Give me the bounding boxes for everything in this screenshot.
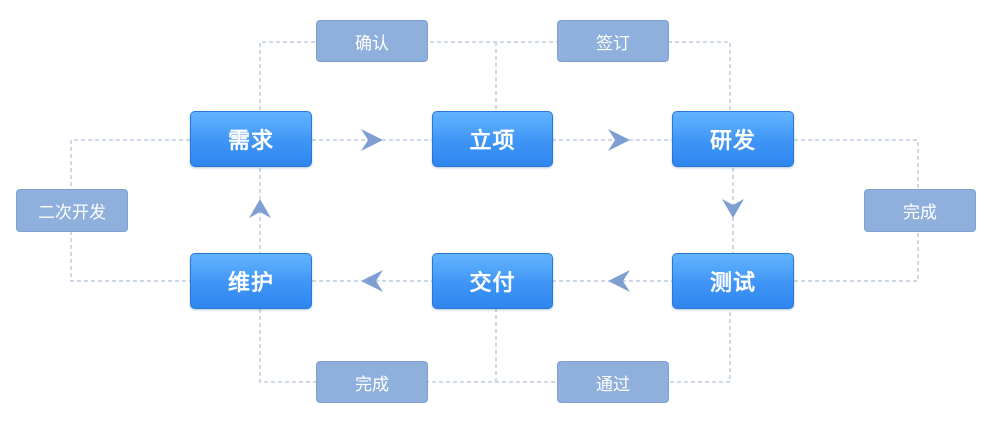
tag-finish-dev: 完成 xyxy=(864,189,976,232)
arrow-down-icon xyxy=(722,199,744,218)
stage-testing: 测试 xyxy=(672,253,794,309)
arrow-left-icon xyxy=(361,270,383,292)
arrow-right-icon xyxy=(608,129,630,151)
stage-maintenance: 维护 xyxy=(190,253,312,309)
loop-top xyxy=(259,41,731,110)
tag-finish-delivery: 完成 xyxy=(316,361,428,403)
arrow-up-icon xyxy=(249,199,271,218)
arrow-left-icon xyxy=(608,270,630,292)
loop-bottom xyxy=(259,309,731,383)
stage-development: 研发 xyxy=(672,111,794,167)
stage-delivery: 交付 xyxy=(432,253,553,309)
tag-confirm: 确认 xyxy=(316,20,428,62)
tag-redevelop: 二次开发 xyxy=(16,189,128,232)
tag-sign: 签订 xyxy=(557,20,669,62)
stage-project: 立项 xyxy=(432,111,553,167)
stage-requirements: 需求 xyxy=(190,111,312,167)
tag-pass: 通过 xyxy=(557,361,669,403)
arrow-right-icon xyxy=(361,129,383,151)
